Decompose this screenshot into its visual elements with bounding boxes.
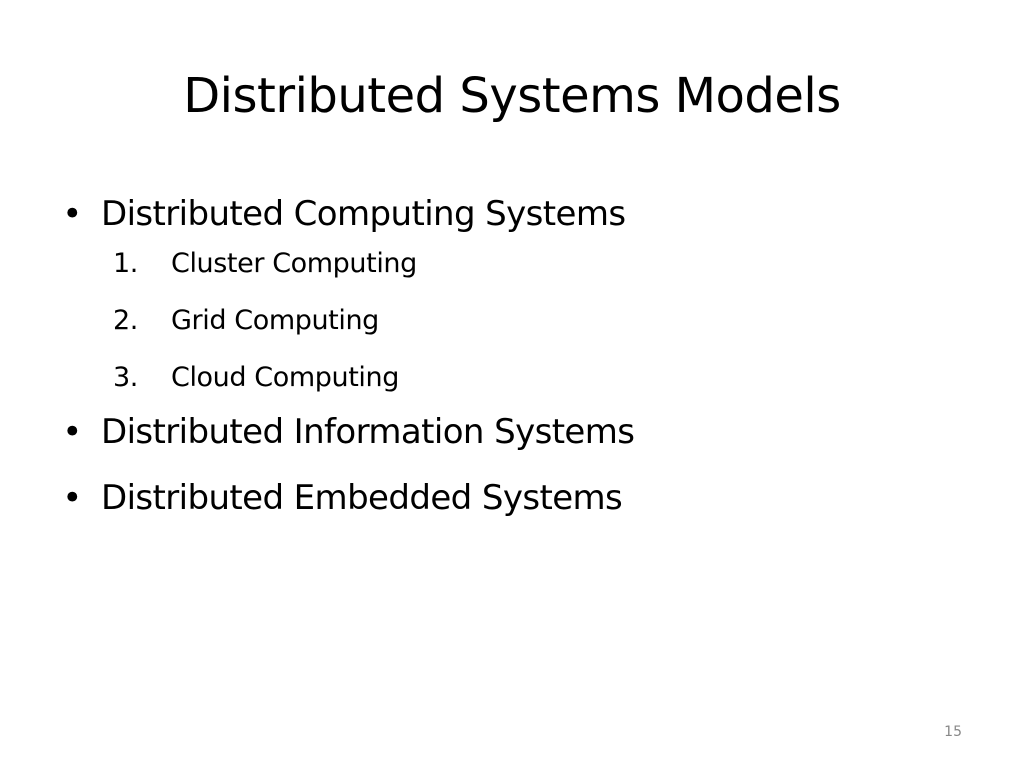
slide-title: Distributed Systems Models: [183, 68, 841, 124]
bullet-icon: •: [62, 412, 82, 452]
sub-item-cluster-computing: 1. Cluster Computing: [58, 244, 958, 284]
bullet-item-distributed-computing-systems: • Distributed Computing Systems: [58, 190, 958, 238]
bullet-text: Distributed Information Systems: [101, 412, 635, 452]
sub-item-number: 1.: [113, 248, 138, 279]
sub-item-cloud-computing: 3. Cloud Computing: [58, 358, 958, 398]
numbered-sub-list: 1. Cluster Computing 2. Grid Computing 3…: [58, 244, 958, 398]
sub-item-text: Cluster Computing: [171, 248, 417, 279]
sub-item-text: Grid Computing: [171, 305, 379, 336]
sub-item-number: 2.: [113, 305, 138, 336]
bullet-icon: •: [62, 478, 82, 518]
sub-item-number: 3.: [113, 362, 138, 393]
bullet-text: Distributed Embedded Systems: [101, 478, 623, 518]
bullet-text: Distributed Computing Systems: [101, 194, 626, 234]
sub-item-text: Cloud Computing: [171, 362, 399, 393]
bullet-icon: •: [62, 194, 82, 234]
bullet-item-distributed-embedded-systems: • Distributed Embedded Systems: [58, 474, 958, 522]
bullet-item-distributed-information-systems: • Distributed Information Systems: [58, 408, 958, 456]
slide-content: • Distributed Computing Systems 1. Clust…: [58, 190, 958, 522]
slide-number: 15: [944, 724, 962, 740]
sub-item-grid-computing: 2. Grid Computing: [58, 301, 958, 341]
